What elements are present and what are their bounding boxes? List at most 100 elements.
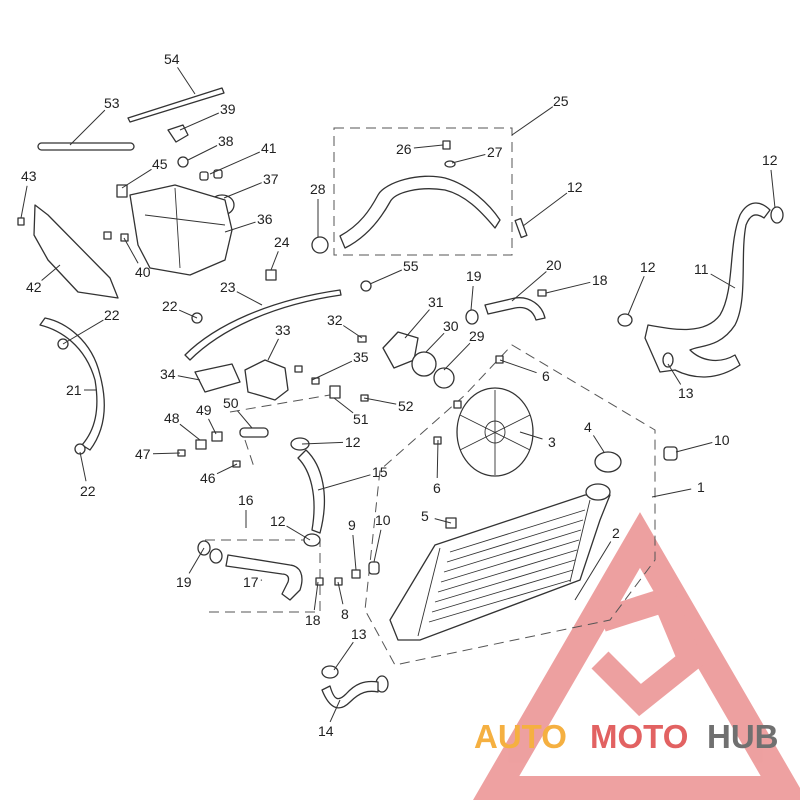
clip-12b xyxy=(514,217,528,239)
callout-c24: 24 xyxy=(274,234,290,250)
callout-c6b: 6 xyxy=(433,480,441,496)
leader-line-c48 xyxy=(179,423,201,441)
callout-c55: 55 xyxy=(403,258,419,274)
fitting-49 xyxy=(211,431,223,442)
callout-c19a: 19 xyxy=(466,268,482,284)
leader-line-c50 xyxy=(237,410,253,429)
callout-c53: 53 xyxy=(104,95,120,111)
watermark-text-moto: MOTO xyxy=(590,718,688,755)
callout-c10b: 10 xyxy=(375,512,391,528)
leader-line-c43 xyxy=(20,185,28,219)
bolt-6a xyxy=(495,355,504,364)
watermark-text-auto: AUTO xyxy=(474,718,567,755)
oring-30 xyxy=(411,351,437,377)
callout-c34: 34 xyxy=(160,366,176,382)
assembly-outline-50 xyxy=(229,394,331,471)
bolt-32 xyxy=(357,335,367,343)
callout-c48: 48 xyxy=(164,410,180,426)
leader-line-c14 xyxy=(329,699,341,723)
clamp-12e xyxy=(303,533,321,547)
leader-line-c53 xyxy=(69,109,106,146)
callout-c10a: 10 xyxy=(714,432,730,448)
callout-c37: 37 xyxy=(263,171,279,187)
callout-c23: 23 xyxy=(220,279,236,295)
leader-line-c32 xyxy=(343,325,363,339)
callout-c51: 51 xyxy=(353,411,369,427)
leader-line-c55 xyxy=(369,269,403,285)
leader-line-c12d xyxy=(301,441,344,445)
oring-19a xyxy=(465,309,479,325)
leader-line-c4 xyxy=(592,435,605,453)
callout-c39: 39 xyxy=(220,101,236,117)
callout-c2: 2 xyxy=(612,525,620,541)
callout-c29: 29 xyxy=(469,328,485,344)
hose-11 xyxy=(644,202,771,378)
leader-line-c22c xyxy=(79,451,87,482)
leader-line-c47 xyxy=(152,452,181,455)
leader-line-c29 xyxy=(443,342,471,371)
watermark-logo xyxy=(473,512,800,800)
fitting-48 xyxy=(195,439,207,450)
leader-line-c13a xyxy=(667,363,682,385)
watermark-triangle-outer xyxy=(473,512,800,800)
radiator-cap-4 xyxy=(594,451,622,473)
hose-21 xyxy=(39,317,105,451)
callout-c19b: 19 xyxy=(176,574,192,590)
callout-c47: 47 xyxy=(135,446,151,462)
clamp-13b1 xyxy=(321,665,339,679)
leader-line-c26 xyxy=(413,144,444,149)
leader-line-c20 xyxy=(511,271,547,302)
callout-c42: 42 xyxy=(26,279,42,295)
callout-c12e: 12 xyxy=(270,513,286,529)
callout-c11: 11 xyxy=(694,261,709,277)
leader-line-c22b xyxy=(178,309,198,319)
leader-line-c40 xyxy=(123,237,139,264)
leader-line-c42 xyxy=(41,264,61,281)
leader-line-c41 xyxy=(209,151,261,175)
leader-line-c45 xyxy=(121,168,152,189)
pump-cover-33 xyxy=(244,359,289,401)
cover-42 xyxy=(33,204,119,299)
leader-line-c36 xyxy=(224,221,256,233)
callout-c21: 21 xyxy=(66,382,82,398)
callout-c43: 43 xyxy=(21,168,37,184)
callout-c15: 15 xyxy=(372,464,388,480)
fitting-39 xyxy=(167,124,189,143)
leader-line-c10b xyxy=(373,529,382,563)
grommet-41a xyxy=(199,171,209,181)
callout-c35: 35 xyxy=(353,349,369,365)
nut-38 xyxy=(177,156,189,168)
hose-15 xyxy=(297,449,326,534)
leader-line-c30 xyxy=(425,332,445,353)
callout-c46: 46 xyxy=(200,470,216,486)
bolt-40b xyxy=(120,233,129,242)
pipe-20 xyxy=(484,297,546,321)
hose-14 xyxy=(321,680,379,709)
leader-line-c25 xyxy=(511,106,554,136)
leader-line-c24 xyxy=(270,251,279,271)
leader-line-c19b xyxy=(188,547,205,574)
clamp-12c xyxy=(617,313,633,327)
assembly-outline-radiator-1 xyxy=(364,344,656,666)
leader-line-c9 xyxy=(352,534,357,571)
leader-line-c18b xyxy=(313,581,319,611)
thermostat-29 xyxy=(433,367,455,389)
sensor-51 xyxy=(329,385,341,399)
clamp-13a xyxy=(662,352,674,368)
leader-line-c51 xyxy=(333,397,354,414)
bolt-35a xyxy=(294,365,303,373)
leader-line-c54 xyxy=(177,67,196,95)
callout-c12c: 12 xyxy=(640,259,656,275)
callout-c40: 40 xyxy=(135,264,151,280)
bolt-40a xyxy=(103,231,112,240)
callout-c41: 41 xyxy=(261,140,277,156)
leader-line-c19a xyxy=(470,285,474,311)
bolt-6c xyxy=(453,400,462,409)
callout-c33: 33 xyxy=(275,322,291,338)
callout-c12d: 12 xyxy=(345,434,361,450)
callout-c16: 16 xyxy=(238,492,254,508)
leader-line-c13b xyxy=(333,641,354,671)
clip-45 xyxy=(116,184,128,198)
callout-c49: 49 xyxy=(196,402,212,418)
